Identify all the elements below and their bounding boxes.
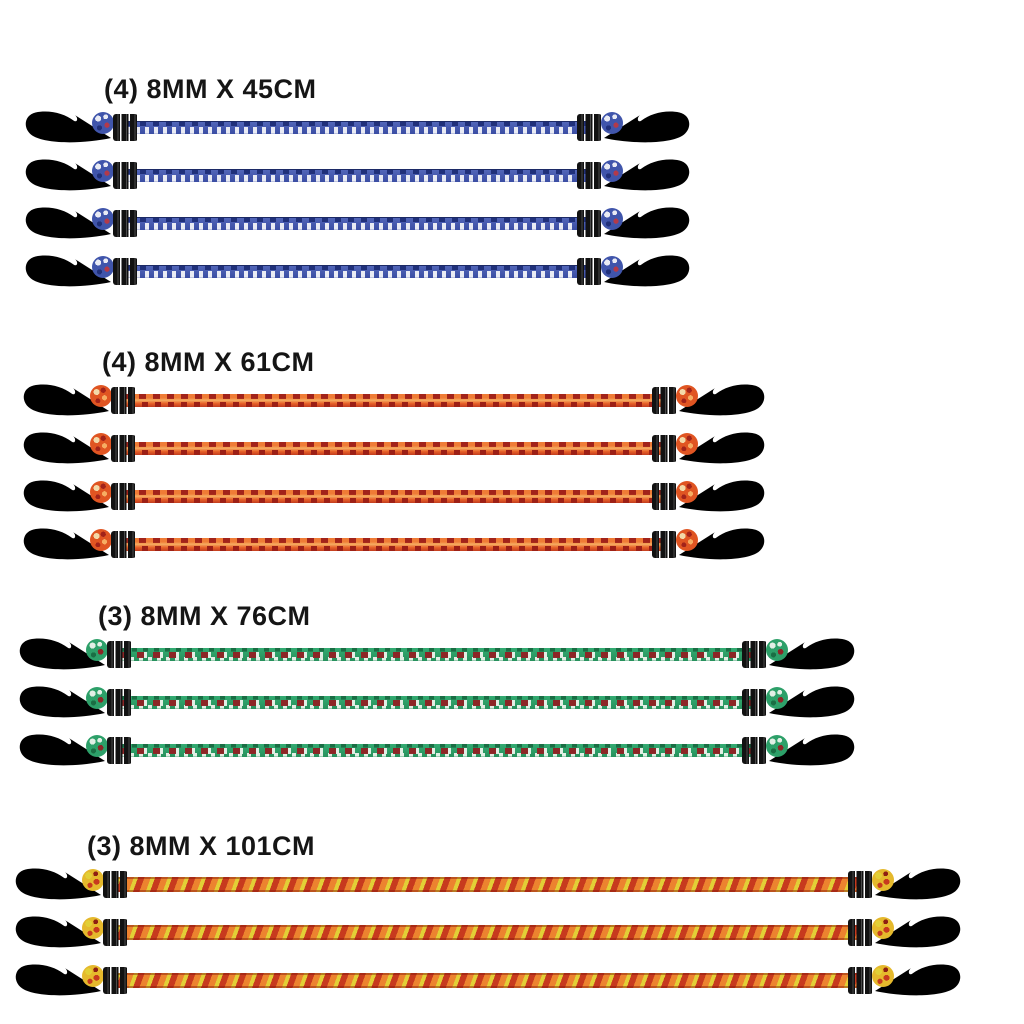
cord-end-knob-right bbox=[601, 112, 623, 134]
cord-body bbox=[121, 648, 753, 661]
cord-end-knob-right bbox=[766, 735, 788, 757]
cord-end-knob-right bbox=[601, 256, 623, 278]
bungee-cord bbox=[18, 472, 770, 520]
wire-coil-left bbox=[111, 387, 136, 414]
cord-end-knob-left bbox=[90, 385, 112, 407]
wire-coil-left bbox=[103, 967, 128, 994]
group-label-45cm: (4) 8MM X 45CM bbox=[104, 74, 317, 104]
cord-stack-45cm bbox=[20, 103, 695, 295]
wire-coil-right bbox=[652, 531, 677, 558]
cord-end-knob-right bbox=[872, 917, 894, 939]
cord-stack-76cm bbox=[14, 630, 860, 774]
wire-coil-right bbox=[742, 737, 767, 764]
cord-end-knob-right bbox=[676, 481, 698, 503]
bungee-cord bbox=[18, 376, 770, 424]
wire-coil-left bbox=[107, 641, 132, 668]
cord-end-knob-left bbox=[90, 529, 112, 551]
cord-end-knob-left bbox=[90, 433, 112, 455]
cord-body bbox=[127, 217, 588, 230]
wire-coil-left bbox=[113, 210, 138, 237]
cord-end-knob-left bbox=[92, 160, 114, 182]
wire-coil-right bbox=[652, 435, 677, 462]
cord-end-knob-right bbox=[601, 208, 623, 230]
bungee-cord bbox=[10, 956, 966, 1004]
cord-body bbox=[125, 490, 663, 503]
cord-body bbox=[117, 877, 859, 892]
cord-body bbox=[127, 265, 588, 278]
cord-end-knob-right bbox=[676, 433, 698, 455]
wire-coil-right bbox=[848, 871, 873, 898]
cord-body bbox=[125, 538, 663, 551]
wire-coil-left bbox=[103, 919, 128, 946]
wire-coil-left bbox=[113, 162, 138, 189]
wire-coil-left bbox=[111, 531, 136, 558]
cord-end-knob-right bbox=[676, 385, 698, 407]
bungee-cord bbox=[10, 908, 966, 956]
cord-end-knob-left bbox=[86, 735, 108, 757]
cord-body bbox=[125, 442, 663, 455]
wire-coil-right bbox=[652, 387, 677, 414]
cord-body bbox=[125, 394, 663, 407]
wire-coil-left bbox=[107, 737, 132, 764]
wire-coil-right bbox=[577, 162, 602, 189]
cord-end-knob-left bbox=[92, 112, 114, 134]
cord-body bbox=[121, 696, 753, 709]
wire-coil-right bbox=[577, 210, 602, 237]
wire-coil-left bbox=[113, 114, 138, 141]
cord-end-knob-left bbox=[82, 965, 104, 987]
bungee-cord bbox=[20, 103, 695, 151]
cord-body bbox=[117, 973, 859, 988]
group-label-76cm: (3) 8MM X 76CM bbox=[98, 601, 311, 631]
bungee-cord bbox=[20, 247, 695, 295]
wire-coil-right bbox=[742, 641, 767, 668]
group-label-61cm: (4) 8MM X 61CM bbox=[102, 347, 315, 377]
cord-body bbox=[117, 925, 859, 940]
cord-body bbox=[121, 744, 753, 757]
wire-coil-right bbox=[742, 689, 767, 716]
cord-stack-61cm bbox=[18, 376, 770, 568]
wire-coil-right bbox=[577, 114, 602, 141]
wire-coil-left bbox=[113, 258, 138, 285]
bungee-cord bbox=[18, 520, 770, 568]
bungee-cord bbox=[10, 860, 966, 908]
cord-end-knob-right bbox=[601, 160, 623, 182]
wire-coil-left bbox=[111, 435, 136, 462]
wire-coil-right bbox=[652, 483, 677, 510]
cord-end-knob-right bbox=[766, 639, 788, 661]
cord-end-knob-left bbox=[90, 481, 112, 503]
cord-body bbox=[127, 169, 588, 182]
group-label-101cm: (3) 8MM X 101CM bbox=[87, 831, 316, 861]
cord-end-knob-left bbox=[86, 639, 108, 661]
cord-end-knob-left bbox=[82, 869, 104, 891]
wire-coil-left bbox=[103, 871, 128, 898]
cord-end-knob-right bbox=[872, 965, 894, 987]
cord-end-knob-left bbox=[92, 256, 114, 278]
group-8mm-61cm: (4) 8MM X 61CM bbox=[18, 348, 770, 568]
bungee-cord bbox=[14, 678, 860, 726]
bungee-cord bbox=[18, 424, 770, 472]
group-8mm-76cm: (3) 8MM X 76CM bbox=[14, 602, 860, 774]
wire-coil-left bbox=[107, 689, 132, 716]
cord-body bbox=[127, 121, 588, 134]
group-8mm-45cm: (4) 8MM X 45CM bbox=[20, 75, 695, 295]
bungee-cord bbox=[20, 199, 695, 247]
wire-coil-right bbox=[848, 919, 873, 946]
cord-end-knob-right bbox=[676, 529, 698, 551]
wire-coil-right bbox=[848, 967, 873, 994]
cord-end-knob-left bbox=[86, 687, 108, 709]
wire-coil-right bbox=[577, 258, 602, 285]
group-8mm-101cm: (3) 8MM X 101CM bbox=[10, 832, 966, 1004]
cord-stack-101cm bbox=[10, 860, 966, 1004]
bungee-cord bbox=[14, 726, 860, 774]
cord-end-knob-left bbox=[82, 917, 104, 939]
bungee-cord bbox=[20, 151, 695, 199]
cord-end-knob-right bbox=[872, 869, 894, 891]
bungee-cord bbox=[14, 630, 860, 678]
wire-coil-left bbox=[111, 483, 136, 510]
cord-end-knob-right bbox=[766, 687, 788, 709]
cord-end-knob-left bbox=[92, 208, 114, 230]
